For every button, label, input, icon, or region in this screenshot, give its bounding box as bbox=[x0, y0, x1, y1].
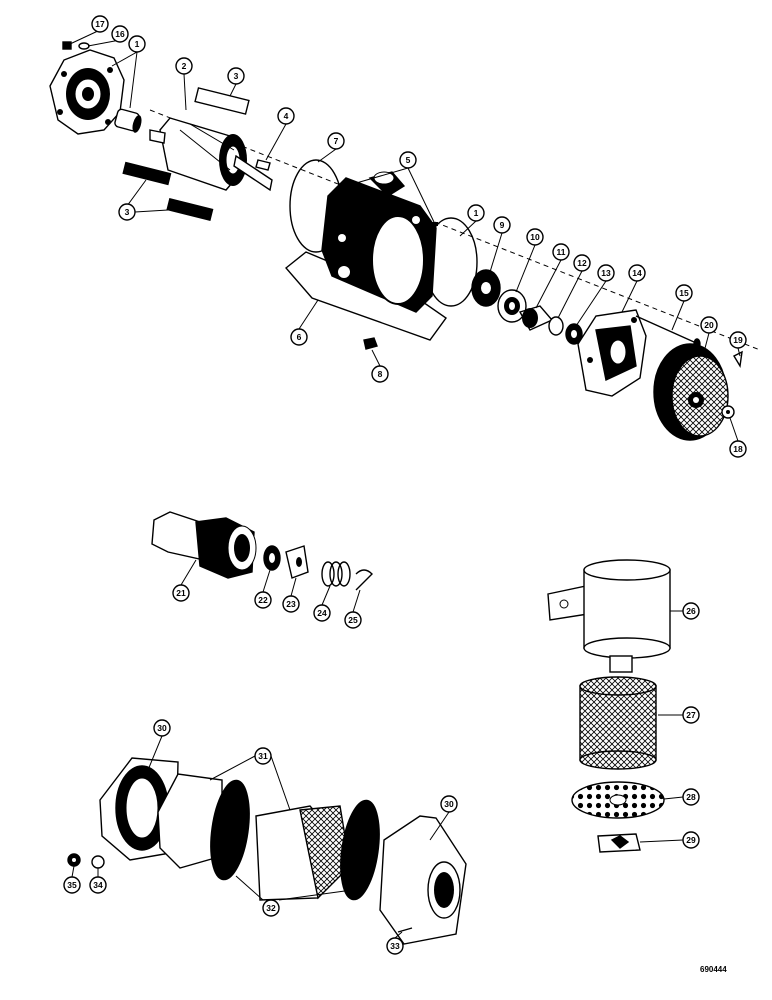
callout-label: 29 bbox=[686, 835, 696, 845]
reference-number: 690444 bbox=[700, 965, 727, 974]
callout-label: 20 bbox=[704, 320, 714, 330]
callout-label: 30 bbox=[157, 723, 167, 733]
callout-label: 7 bbox=[334, 136, 339, 146]
callout-35: 35 bbox=[63, 876, 81, 894]
callout-label: 35 bbox=[67, 880, 77, 890]
callout-label: 22 bbox=[258, 595, 268, 605]
callout-label: 6 bbox=[297, 332, 302, 342]
callout-label: 15 bbox=[679, 288, 689, 298]
callout-30: 30 bbox=[440, 795, 458, 813]
callout-7: 7 bbox=[327, 132, 345, 150]
callout-30: 30 bbox=[153, 719, 171, 737]
callout-label: 16 bbox=[115, 29, 125, 39]
air-filter-assembly bbox=[67, 735, 467, 945]
callout-29: 29 bbox=[682, 831, 700, 849]
callout-6: 6 bbox=[290, 328, 308, 346]
callout-1: 1 bbox=[128, 35, 146, 53]
callout-label: 33 bbox=[390, 941, 400, 951]
callout-18: 18 bbox=[729, 440, 747, 458]
callout-label: 2 bbox=[182, 61, 187, 71]
filter-assembly bbox=[547, 559, 684, 853]
callout-34: 34 bbox=[89, 876, 107, 894]
callout-label: 25 bbox=[348, 615, 358, 625]
callout-32: 32 bbox=[262, 899, 280, 917]
callout-15: 15 bbox=[675, 284, 693, 302]
callout-11: 11 bbox=[552, 243, 570, 261]
callout-17: 17 bbox=[91, 15, 109, 33]
callout-12: 12 bbox=[573, 254, 591, 272]
callout-label: 3 bbox=[234, 71, 239, 81]
callout-5: 5 bbox=[399, 151, 417, 169]
filter-housing bbox=[547, 559, 671, 673]
callout-20: 20 bbox=[700, 316, 718, 334]
bearing bbox=[497, 289, 527, 323]
callout-label: 12 bbox=[577, 258, 587, 268]
callout-label: 31 bbox=[258, 751, 268, 761]
callout-label: 14 bbox=[632, 268, 642, 278]
callout-13: 13 bbox=[597, 264, 615, 282]
callout-label: 18 bbox=[733, 444, 743, 454]
callout-9: 9 bbox=[493, 216, 511, 234]
callout-23: 23 bbox=[282, 595, 300, 613]
filter-element bbox=[579, 676, 657, 770]
callout-label: 10 bbox=[530, 232, 540, 242]
callout-1: 1 bbox=[467, 204, 485, 222]
callout-label: 1 bbox=[135, 39, 140, 49]
callout-label: 28 bbox=[686, 792, 696, 802]
callout-19: 19 bbox=[729, 331, 747, 349]
callout-label: 23 bbox=[286, 599, 296, 609]
pump-body bbox=[284, 171, 447, 341]
callout-28: 28 bbox=[682, 788, 700, 806]
callout-4: 4 bbox=[277, 107, 295, 125]
callout-label: 13 bbox=[601, 268, 611, 278]
callout-label: 5 bbox=[406, 155, 411, 165]
callout-16: 16 bbox=[111, 25, 129, 43]
callout-10: 10 bbox=[526, 228, 544, 246]
air-filter-element bbox=[255, 805, 351, 901]
callout-label: 21 bbox=[176, 588, 186, 598]
valve-assembly bbox=[151, 511, 373, 613]
callout-label: 11 bbox=[557, 247, 566, 257]
callout-label: 26 bbox=[686, 606, 696, 616]
bushing bbox=[114, 108, 142, 133]
callout-21: 21 bbox=[172, 584, 190, 602]
callout-22: 22 bbox=[254, 591, 272, 609]
rotor bbox=[149, 117, 273, 192]
callout-25: 25 bbox=[344, 611, 362, 629]
callout-label: 4 bbox=[284, 111, 289, 121]
callout-label: 3 bbox=[125, 207, 130, 217]
callout-27: 27 bbox=[682, 706, 700, 724]
callout-label: 9 bbox=[500, 220, 505, 230]
callout-8: 8 bbox=[371, 365, 389, 383]
pump-assembly bbox=[49, 29, 761, 442]
callout-label: 8 bbox=[378, 369, 383, 379]
callout-31: 31 bbox=[254, 747, 272, 765]
front-cover bbox=[49, 49, 125, 135]
rear-cover bbox=[577, 309, 647, 397]
callout-label: 34 bbox=[93, 880, 103, 890]
callout-label: 1 bbox=[474, 208, 479, 218]
valve-body bbox=[151, 511, 257, 579]
callout-3: 3 bbox=[227, 67, 245, 85]
pulley bbox=[653, 343, 729, 441]
callout-label: 27 bbox=[686, 710, 696, 720]
callout-label: 32 bbox=[266, 903, 276, 913]
callout-label: 24 bbox=[317, 608, 327, 618]
callout-label: 17 bbox=[95, 19, 105, 29]
callout-label: 30 bbox=[444, 799, 454, 809]
callout-14: 14 bbox=[628, 264, 646, 282]
callout-26: 26 bbox=[682, 602, 700, 620]
callout-33: 33 bbox=[386, 937, 404, 955]
callout-3: 3 bbox=[118, 203, 136, 221]
callout-label: 19 bbox=[733, 335, 743, 345]
callout-24: 24 bbox=[313, 604, 331, 622]
callout-2: 2 bbox=[175, 57, 193, 75]
